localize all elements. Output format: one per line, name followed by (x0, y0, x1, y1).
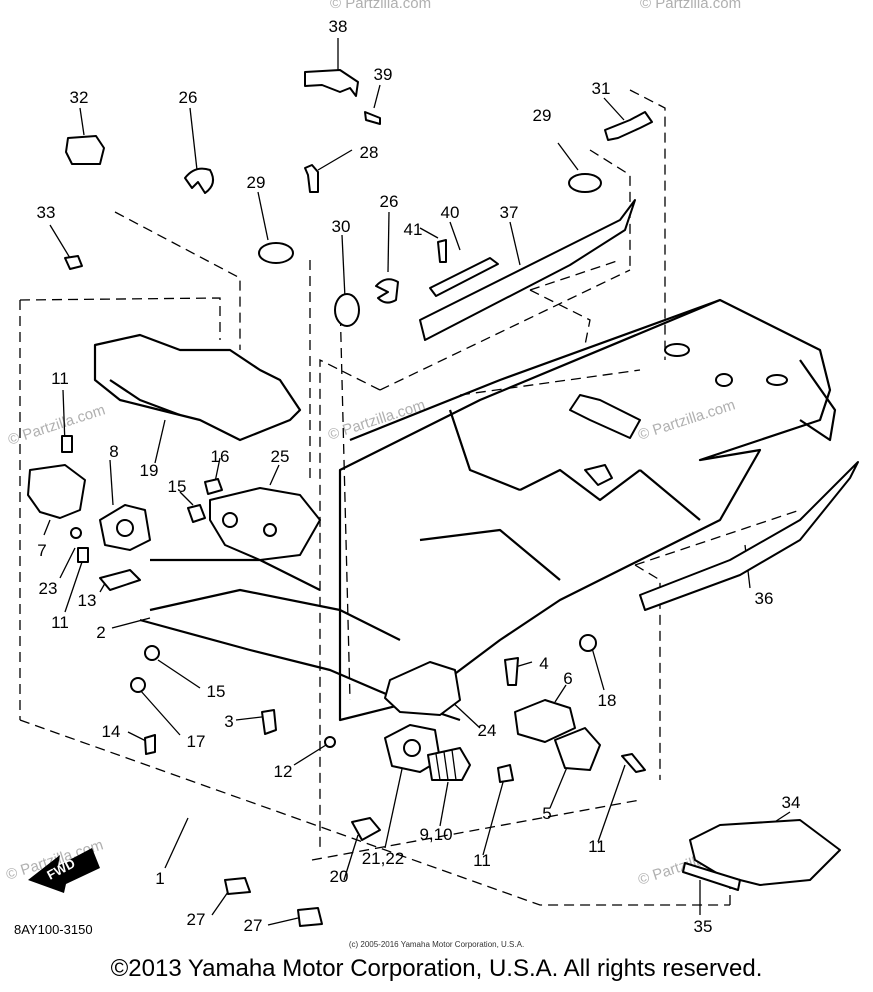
callout: 15 (207, 682, 226, 701)
callout: 41 (404, 220, 423, 239)
callout: 15 (168, 477, 187, 496)
main-frame (139, 298, 859, 722)
callout: 40 (441, 203, 460, 222)
callout: 23 (39, 579, 58, 598)
fwd-arrow: FWD (28, 848, 100, 893)
callout: 11 (588, 837, 606, 856)
callout: 31 (592, 79, 611, 98)
parts-diagram: © Partzilla.com © Partzilla.com © Partzi… (4, 0, 859, 937)
callout: 37 (500, 203, 519, 222)
callout: 24 (478, 721, 497, 740)
diagram-code: 8AY100-3150 (14, 922, 93, 937)
callout: 33 (37, 203, 56, 222)
callout: 18 (598, 691, 617, 710)
dashed-boundaries (19, 89, 801, 906)
callout: 6 (563, 669, 572, 688)
callout: 29 (533, 106, 552, 125)
callout: 21,22 (362, 849, 405, 868)
callout: 12 (274, 762, 293, 781)
leader-lines (43, 38, 791, 926)
callout: 19 (140, 461, 159, 480)
copyright-notice: ©2013 Yamaha Motor Corporation, U.S.A. A… (110, 955, 763, 982)
callout: 26 (179, 88, 198, 107)
callout: 25 (271, 447, 290, 466)
mount-parts (27, 333, 841, 927)
callout: 11 (51, 369, 69, 388)
callout: 20 (330, 867, 349, 886)
callout: 16 (211, 447, 230, 466)
callout: 1 (155, 869, 164, 888)
callout: 34 (782, 793, 801, 812)
callout: 11 (51, 613, 69, 632)
callout: 17 (187, 732, 206, 751)
callout: 27 (244, 916, 263, 935)
callout: 2 (96, 623, 105, 642)
copyright-small: (c) 2005-2016 Yamaha Motor Corporation, … (348, 940, 525, 949)
watermark: © Partzilla.com (326, 396, 427, 443)
callouts: 38 39 32 26 28 29 31 29 33 30 26 40 41 3… (37, 17, 801, 936)
callout: 28 (360, 143, 379, 162)
callout: 5 (542, 804, 551, 823)
callout: 14 (102, 722, 121, 741)
watermark: © Partzilla.com (6, 401, 107, 448)
callout: 11 (473, 851, 491, 870)
callout: 36 (755, 589, 774, 608)
callout: 9,10 (419, 825, 452, 844)
small-parts (64, 69, 653, 341)
watermark: © Partzilla.com (636, 396, 737, 443)
callout: 7 (37, 541, 46, 560)
callout: 26 (380, 192, 399, 211)
callout: 30 (332, 217, 351, 236)
callout: 4 (539, 654, 548, 673)
watermark: © Partzilla.com (330, 0, 431, 12)
callout: 27 (187, 910, 206, 929)
callout: 35 (694, 917, 713, 936)
callout: 39 (374, 65, 393, 84)
callout: 38 (329, 17, 348, 36)
callout: 29 (247, 173, 266, 192)
watermark: © Partzilla.com (640, 0, 741, 12)
callout: 8 (109, 442, 118, 461)
callout: 13 (78, 591, 97, 610)
callout: 32 (70, 88, 89, 107)
callout: 3 (224, 712, 233, 731)
